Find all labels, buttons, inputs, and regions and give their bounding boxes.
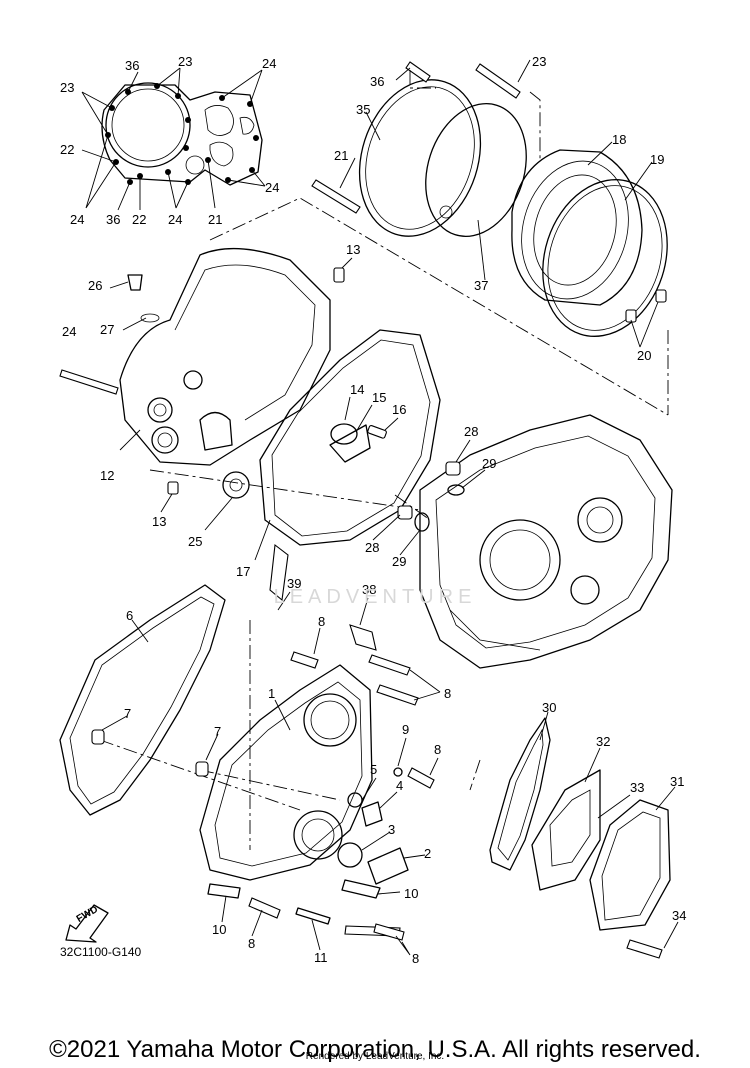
callout-2: 2 bbox=[424, 846, 431, 861]
callout-36: 36 bbox=[125, 58, 139, 73]
sprocket-cover-parts bbox=[469, 711, 679, 959]
callout-27: 27 bbox=[100, 322, 114, 337]
callout-32: 32 bbox=[596, 734, 610, 749]
callout-22: 22 bbox=[60, 142, 74, 157]
callout-36: 36 bbox=[370, 74, 384, 89]
clutch-cover-assembly bbox=[311, 59, 668, 348]
callout-1: 1 bbox=[268, 686, 275, 701]
callout-9: 9 bbox=[402, 722, 409, 737]
crankcase-bolt-pattern-view bbox=[81, 67, 266, 211]
callout-8: 8 bbox=[412, 951, 419, 966]
right-crankcase-cover bbox=[59, 247, 353, 531]
callout-6: 6 bbox=[126, 608, 133, 623]
callout-17: 17 bbox=[236, 564, 250, 579]
callout-8: 8 bbox=[248, 936, 255, 951]
callout-29: 29 bbox=[482, 456, 496, 471]
callout-13: 13 bbox=[152, 514, 166, 529]
callout-28: 28 bbox=[365, 540, 379, 555]
callout-18: 18 bbox=[612, 132, 626, 147]
callout-30: 30 bbox=[542, 700, 556, 715]
callout-8: 8 bbox=[444, 686, 451, 701]
reference-lines bbox=[99, 197, 669, 850]
crankcase-cover-gasket bbox=[59, 584, 226, 816]
callout-10: 10 bbox=[404, 886, 418, 901]
callout-31: 31 bbox=[670, 774, 684, 789]
figure-code: 32C1100-G140 bbox=[60, 945, 142, 959]
callout-23: 23 bbox=[532, 54, 546, 69]
render-credit: Rendered by LeadVenture, Inc. bbox=[305, 1051, 445, 1062]
callout-24: 24 bbox=[262, 56, 276, 71]
callout-24: 24 bbox=[168, 212, 182, 227]
callout-23: 23 bbox=[178, 54, 192, 69]
callout-22: 22 bbox=[132, 212, 146, 227]
callout-13: 13 bbox=[346, 242, 360, 257]
callout-11: 11 bbox=[314, 950, 328, 965]
callout-38: 38 bbox=[362, 582, 376, 597]
callout-26: 26 bbox=[88, 278, 102, 293]
callout-7: 7 bbox=[124, 706, 131, 721]
callout-37: 37 bbox=[474, 278, 488, 293]
callout-10: 10 bbox=[212, 922, 226, 937]
callout-21: 21 bbox=[334, 148, 348, 163]
callout-33: 33 bbox=[630, 780, 644, 795]
callout-24: 24 bbox=[62, 324, 76, 339]
callout-7: 7 bbox=[214, 724, 221, 739]
callout-28: 28 bbox=[464, 424, 478, 439]
callout-labels: 36 23 24 23 22 24 24 36 22 24 21 23 36 3… bbox=[60, 54, 686, 966]
cover-gasket bbox=[254, 329, 441, 561]
callout-35: 35 bbox=[356, 102, 370, 117]
callout-19: 19 bbox=[650, 152, 664, 167]
callout-4: 4 bbox=[396, 778, 403, 793]
copyright-notice: ©2021 Yamaha Motor Corporation, U.S.A. A… bbox=[49, 1036, 701, 1063]
callout-29: 29 bbox=[392, 554, 406, 569]
callout-24: 24 bbox=[265, 180, 279, 195]
callout-5: 5 bbox=[370, 762, 377, 777]
callout-15: 15 bbox=[372, 390, 386, 405]
callout-36: 36 bbox=[106, 212, 120, 227]
callout-8: 8 bbox=[318, 614, 325, 629]
callout-14: 14 bbox=[350, 382, 364, 397]
crankcase bbox=[372, 414, 673, 669]
callout-3: 3 bbox=[388, 822, 395, 837]
fwd-arrow bbox=[65, 904, 109, 943]
callout-8: 8 bbox=[434, 742, 441, 757]
callout-39: 39 bbox=[287, 576, 301, 591]
callout-23: 23 bbox=[60, 80, 74, 95]
crankcase-cover bbox=[199, 543, 441, 956]
watermark-text: LEADVENTURE bbox=[273, 586, 477, 608]
callout-25: 25 bbox=[188, 534, 202, 549]
callout-12: 12 bbox=[100, 468, 114, 483]
callout-34: 34 bbox=[672, 908, 686, 923]
callout-21: 21 bbox=[208, 212, 222, 227]
callout-24: 24 bbox=[70, 212, 84, 227]
callout-20: 20 bbox=[637, 348, 651, 363]
callout-16: 16 bbox=[392, 402, 406, 417]
